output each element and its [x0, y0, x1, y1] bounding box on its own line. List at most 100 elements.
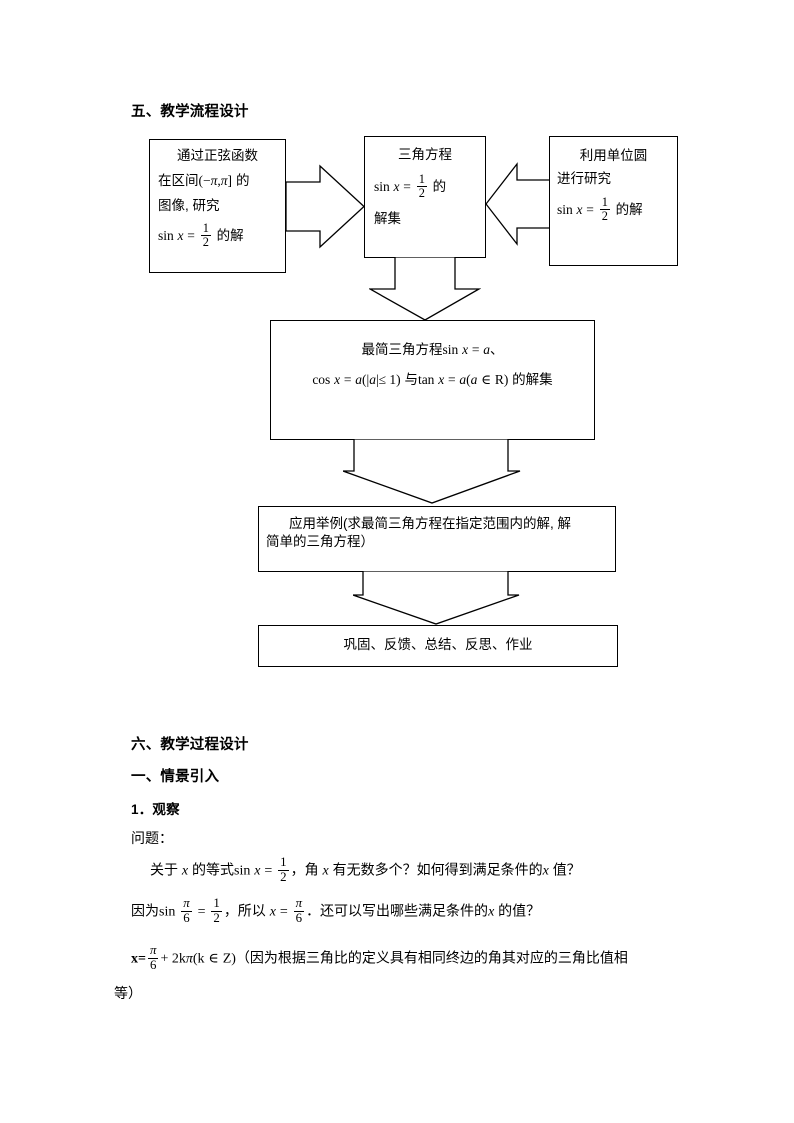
box1-sin: sin	[158, 227, 174, 243]
box4-a2: a	[355, 371, 362, 387]
box3-sin: sin	[557, 201, 573, 217]
box2-de: 的	[432, 178, 447, 194]
q1-x4: x	[542, 863, 549, 879]
flow-box-consolidation: 巩固、反馈、总结、反思、作业	[258, 625, 618, 667]
q1-num: 1	[280, 855, 287, 869]
box4-x3: x	[438, 371, 445, 387]
box3-x: x	[576, 201, 583, 217]
box4-open: (	[361, 371, 367, 387]
box2-sin: sin	[374, 178, 390, 194]
q2-eq2: =	[279, 904, 288, 920]
box1-l2-f: ]	[227, 172, 233, 188]
box4-a3: a	[459, 371, 467, 387]
box1-l2-e: π	[220, 172, 228, 188]
box4-l1-label: 最简三角方程	[361, 342, 443, 357]
box1-l2-d: ,	[217, 172, 221, 188]
box4-eq2: =	[343, 371, 352, 387]
q2-sin: sin	[159, 904, 176, 920]
box4-cond-open: (	[466, 371, 471, 387]
q3-num: π	[149, 943, 157, 957]
box4-dunhao: 、	[489, 342, 504, 357]
section-heading-five: 五、教学流程设计	[131, 104, 249, 120]
box4-abs1: |	[366, 371, 370, 387]
box4-x: x	[462, 342, 469, 357]
q3-close: )	[231, 951, 236, 967]
flow-box4-line2: cos x = a(|a|≤ 1) 与tan x = a(a ∈ R) 的解集	[271, 371, 594, 387]
box2-num: 1	[418, 171, 425, 186]
box3-den: 2	[599, 209, 610, 224]
q2-tail2: 的值？	[498, 902, 541, 919]
q1-tail2: 有无数多个？如何得到满足条件的	[332, 861, 543, 878]
arrow-box1-to-box2	[286, 160, 365, 253]
box3-eq: =	[586, 201, 594, 217]
box4-le: ≤ 1)	[378, 371, 401, 387]
flow-box6-line1: 巩固、反馈、总结、反思、作业	[343, 637, 533, 652]
box4-eq3: =	[447, 371, 456, 387]
q2-eq1: =	[197, 904, 206, 920]
box3-tail: 的解	[615, 201, 643, 217]
q3-open: (k	[192, 951, 205, 967]
box4-a4: a	[470, 371, 478, 387]
box4-cond-close: )	[503, 371, 509, 387]
box4-absa: a	[369, 371, 376, 387]
arrow-box3-to-box2	[486, 158, 551, 250]
box2-eq: =	[403, 178, 411, 194]
box2-den: 2	[416, 185, 427, 200]
q1-a: 关于	[150, 861, 178, 878]
q2-x: x	[269, 904, 276, 920]
q3-Z: Z	[222, 951, 232, 967]
box4-abs2: |	[375, 371, 379, 387]
q2-a: 因为	[131, 902, 159, 919]
question-label: 问题：	[131, 830, 173, 846]
q2-den1: 6	[181, 910, 192, 926]
q3-tail: （因为根据三角比的定义具有相同终边的角其对应的三角比值相	[235, 949, 628, 966]
q3-plus: + 2k	[160, 951, 186, 967]
box1-num: 1	[202, 220, 209, 235]
flow-box3-line2: 进行研究	[557, 170, 611, 186]
flow-box2-line1: 三角方程	[398, 147, 452, 162]
flow-box3-line1: 利用单位圆	[579, 148, 648, 163]
box4-tan: tan	[417, 371, 435, 387]
box4-x2: x	[334, 371, 341, 387]
flow-box2-line3: 解集	[374, 210, 401, 226]
flow-box1-line3: 图像, 研究	[158, 198, 220, 213]
q3-den: 6	[147, 957, 159, 973]
q2-x2: x	[488, 904, 495, 920]
flow-box5-line2: 简单的三角方程）	[266, 533, 374, 549]
flow-box-simplest-trig-equations: 最简三角方程sin x = a、 cos x = a(|a|≤ 1) 与tan …	[270, 320, 595, 440]
box3-num: 1	[601, 195, 608, 209]
box1-l2-g: 的	[236, 172, 250, 188]
subsection-heading-one: 一、情景引入	[131, 769, 220, 785]
box1-x: x	[177, 227, 184, 243]
flow-box4-line1: 最简三角方程sin x = a、	[271, 343, 594, 357]
q2-mid: ，所以	[223, 902, 266, 919]
q1-tail: ，角	[290, 861, 319, 878]
box4-tail: 的解集	[512, 371, 553, 387]
box1-l2-a: 在区间	[158, 172, 199, 188]
q1-x2: x	[254, 863, 261, 879]
flow-box-applications: 应用举例(求最简三角方程在指定范围内的解, 解 简单的三角方程）	[258, 506, 616, 572]
item-heading-observe: 1．观察	[131, 802, 180, 817]
q2-den3: 6	[293, 910, 305, 926]
box1-l2-b: (−	[198, 172, 211, 188]
q2-num1: π	[183, 896, 190, 910]
q3-pi: π	[185, 951, 193, 967]
box4-R: R	[494, 371, 504, 387]
arrow-box4-to-box5	[343, 439, 521, 504]
flow-box1-line2: 在区间(−π,π]的	[150, 172, 285, 188]
box4-eq: =	[471, 342, 480, 357]
flow-box1-line1: 通过正弦函数	[177, 148, 258, 163]
